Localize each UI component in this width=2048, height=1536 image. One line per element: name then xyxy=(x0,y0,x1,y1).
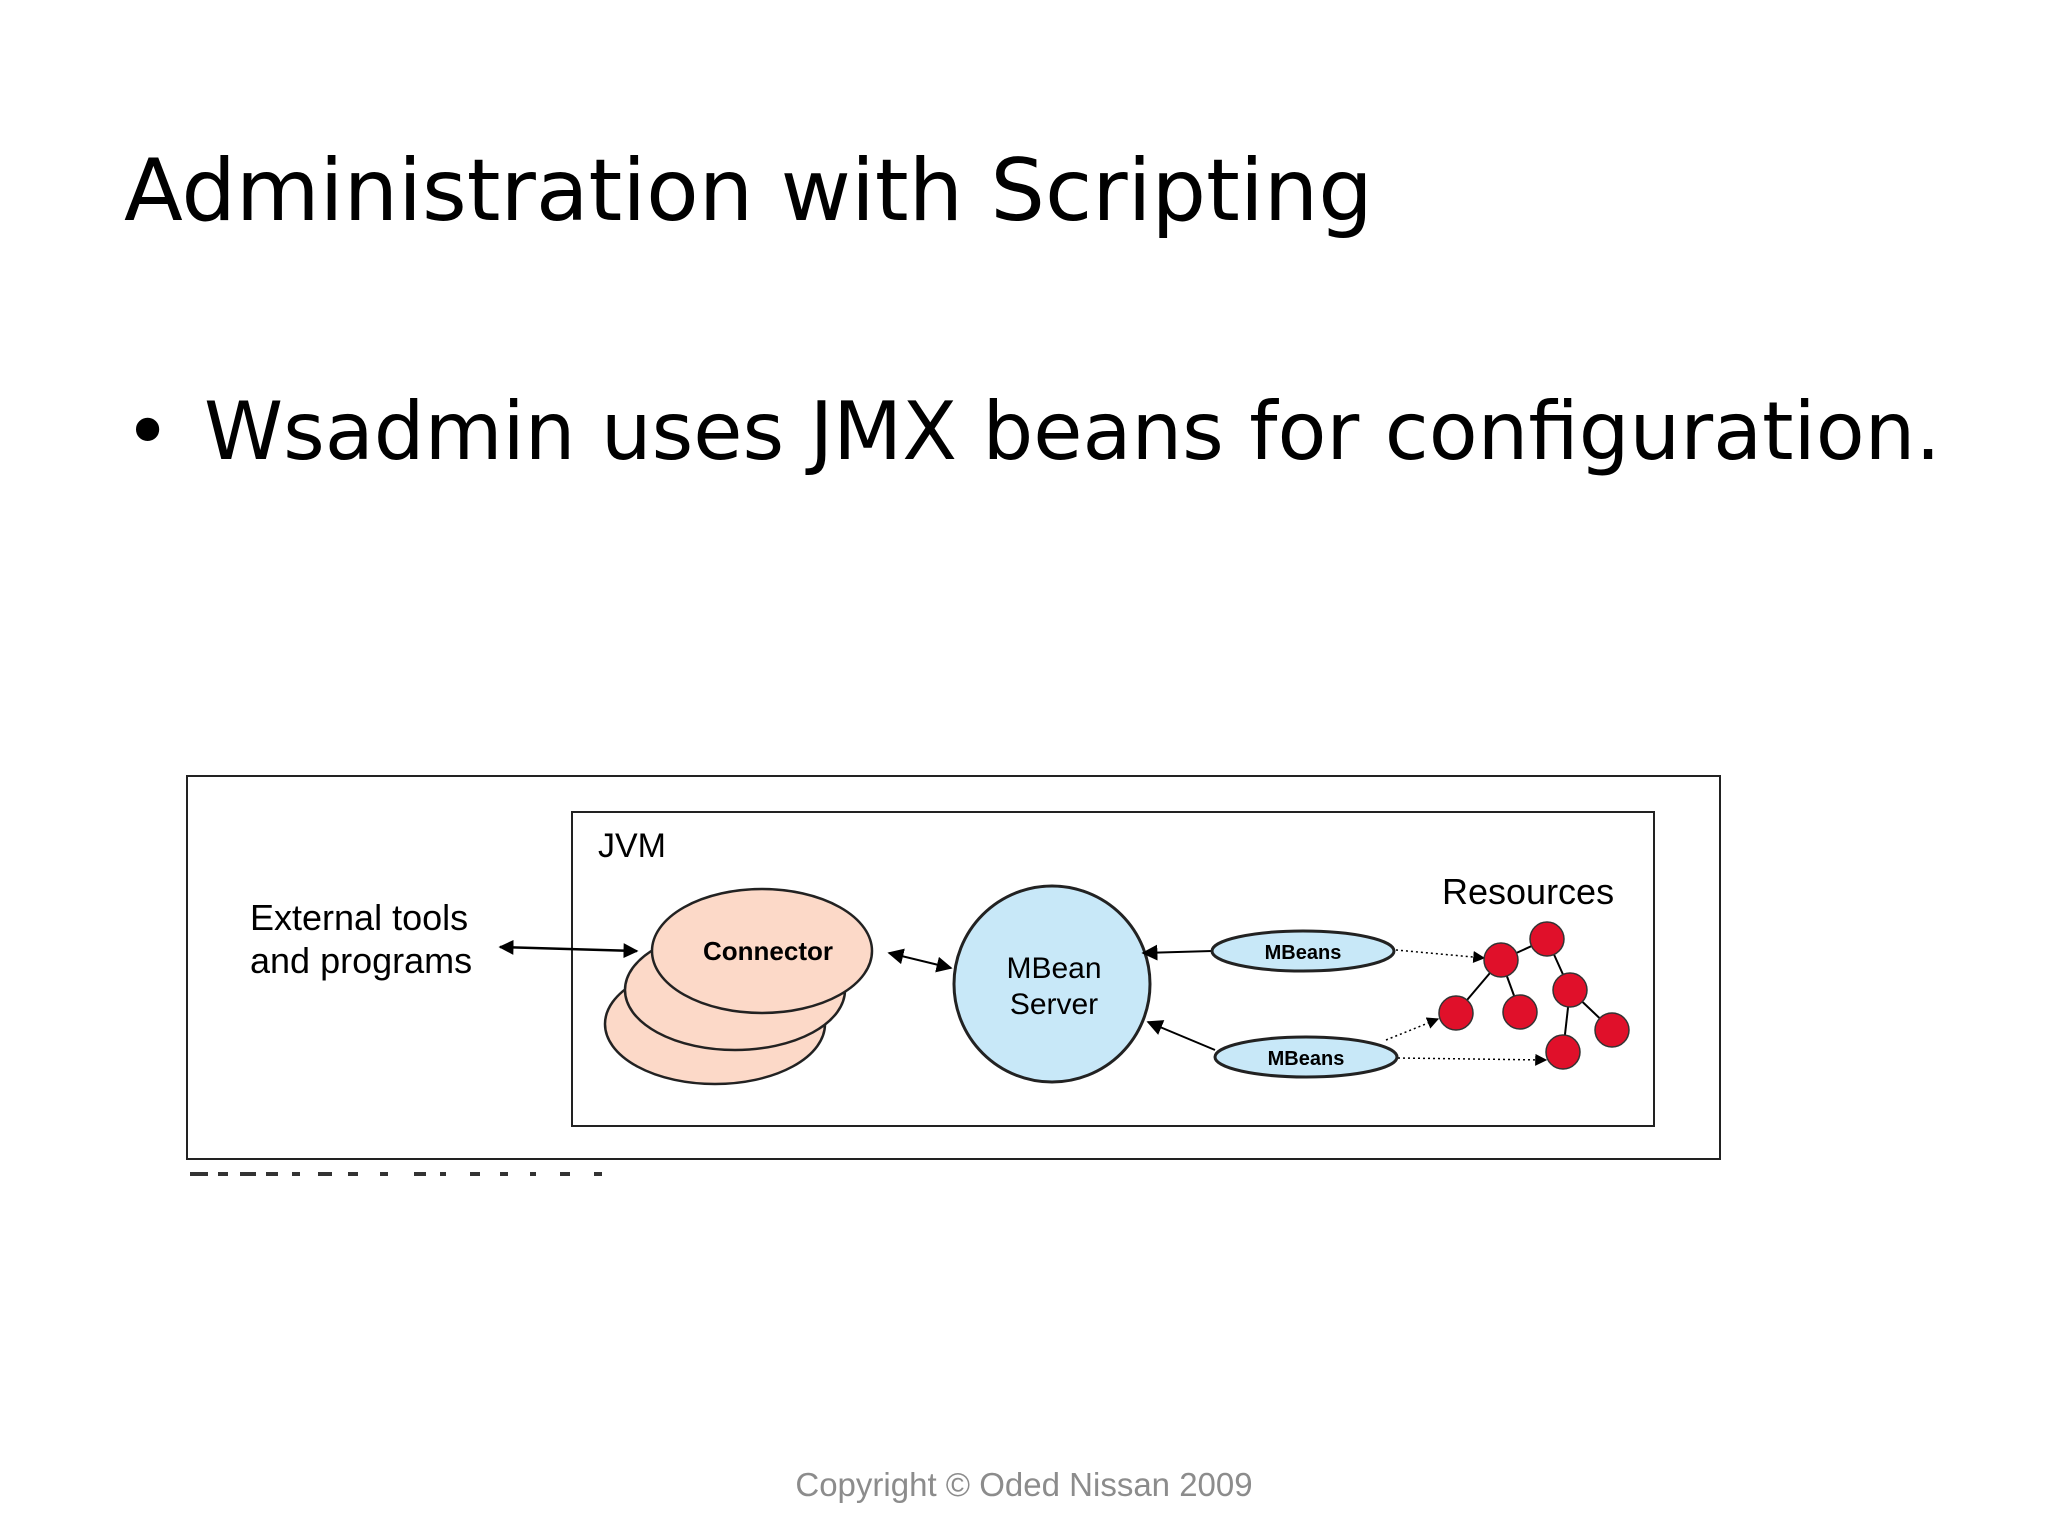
mbeans-bottom-node xyxy=(1213,1035,1399,1079)
resources-label: Resources xyxy=(1442,871,1614,912)
slide-title: Administration with Scripting xyxy=(124,141,1373,241)
mbean-server-label-line2: Server xyxy=(1010,988,1098,1021)
mbean-server-label-line1: MBean xyxy=(1006,952,1101,985)
resource-node xyxy=(1594,1012,1630,1048)
mbeans-bottom-resource-link-a xyxy=(1385,1017,1440,1041)
connector-mbeanserver-arrow xyxy=(887,948,953,973)
bullet-text: Wsadmin uses JMX beans for configuration… xyxy=(204,385,1941,478)
external-connector-arrow xyxy=(498,939,639,959)
connector-label: Connector xyxy=(703,936,833,966)
mbeans-top-to-server-arrow xyxy=(1141,944,1213,961)
mbeans-bottom-to-server-arrow xyxy=(1146,1020,1216,1051)
mbean-server-node xyxy=(952,884,1152,1084)
resource-node xyxy=(1529,921,1565,957)
resource-node xyxy=(1438,995,1474,1031)
bullet-dot: • xyxy=(124,385,172,478)
resource-node xyxy=(1552,972,1588,1008)
resource-tree-nodes xyxy=(1438,921,1630,1070)
mbeans-bottom-label: MBeans xyxy=(1268,1048,1345,1070)
bullet-item: •Wsadmin uses JMX beans for configuratio… xyxy=(124,392,1941,472)
resource-node xyxy=(1545,1034,1581,1070)
mbeans-top-label: MBeans xyxy=(1265,942,1342,964)
copyright-footer: Copyright © Oded Nissan 2009 xyxy=(795,1466,1253,1503)
mbeans-top-node xyxy=(1210,929,1396,973)
resource-node xyxy=(1502,994,1538,1030)
connector-stack xyxy=(603,887,874,1086)
cut-caption-remnant xyxy=(190,1172,602,1176)
resource-node xyxy=(1483,942,1519,978)
jvm-label: JVM xyxy=(598,827,666,865)
external-tools-label-line2: and programs xyxy=(250,940,472,981)
external-tools-label-line1: External tools xyxy=(250,897,468,938)
